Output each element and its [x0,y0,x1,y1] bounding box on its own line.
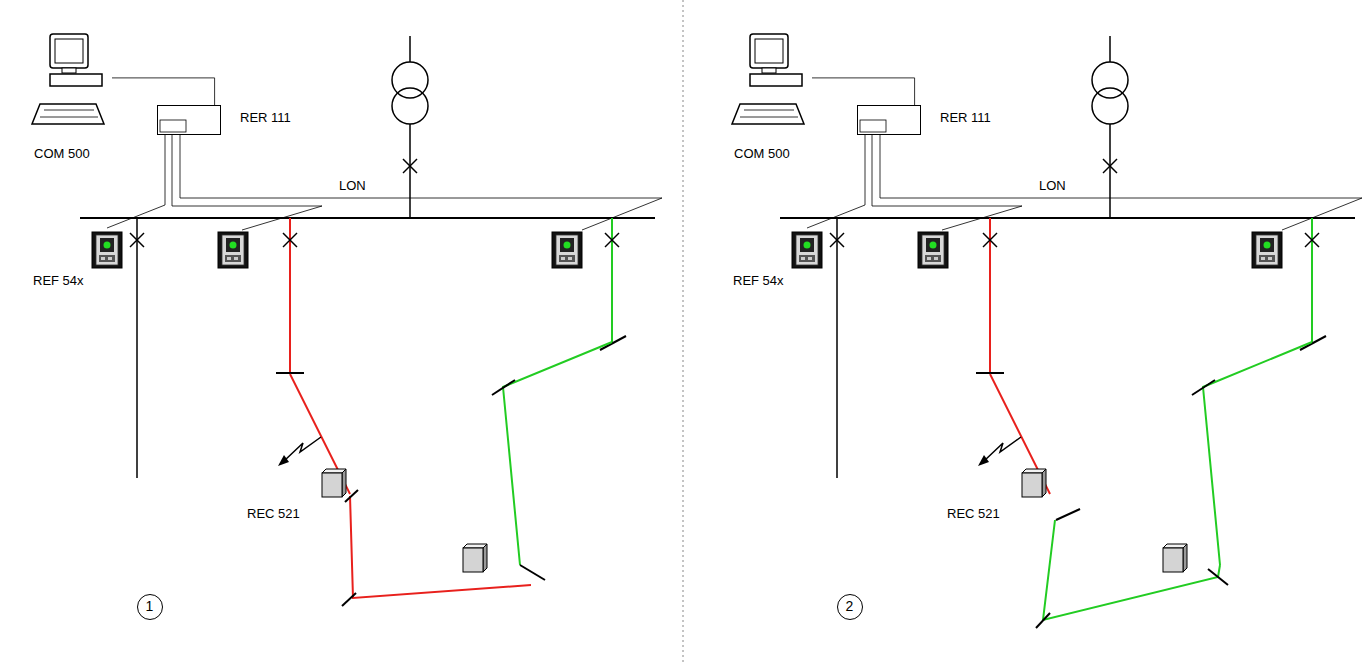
bus-label: LON [1038,178,1067,193]
network-cable [107,135,165,228]
callout-circle: 1 [137,594,163,620]
node-label: REF 54x [33,273,84,288]
relay-node: REF 54x [730,228,830,292]
node-label: 1 [146,599,154,614]
node-label: COM 500 [734,146,790,161]
recloser-node: REC 521 [245,466,345,524]
node-label: RER 111 [940,110,991,125]
network-cable [807,135,865,228]
node-label: COM 500 [34,146,90,161]
node-label: 2 [846,599,854,614]
node-label: REC 521 [247,506,300,521]
relay-node: REF 54x [30,228,130,292]
panel-1-state [342,490,545,606]
recloser-node: REC 521 [945,466,1045,524]
network-cable [812,78,915,105]
bus-label: LON [338,178,367,193]
node-label: REC 521 [947,506,1000,521]
panel-2-state [1036,509,1228,628]
router-box: RER 111 [157,105,221,135]
computer-node: COM 500 [728,32,812,167]
network-cable [112,78,215,105]
router-box: RER 111 [857,105,921,135]
node-label: REF 54x [733,273,784,288]
panel-divider [683,0,684,664]
callout-circle: 2 [837,594,863,620]
node-label: RER 111 [240,110,291,125]
computer-node: COM 500 [28,32,112,167]
